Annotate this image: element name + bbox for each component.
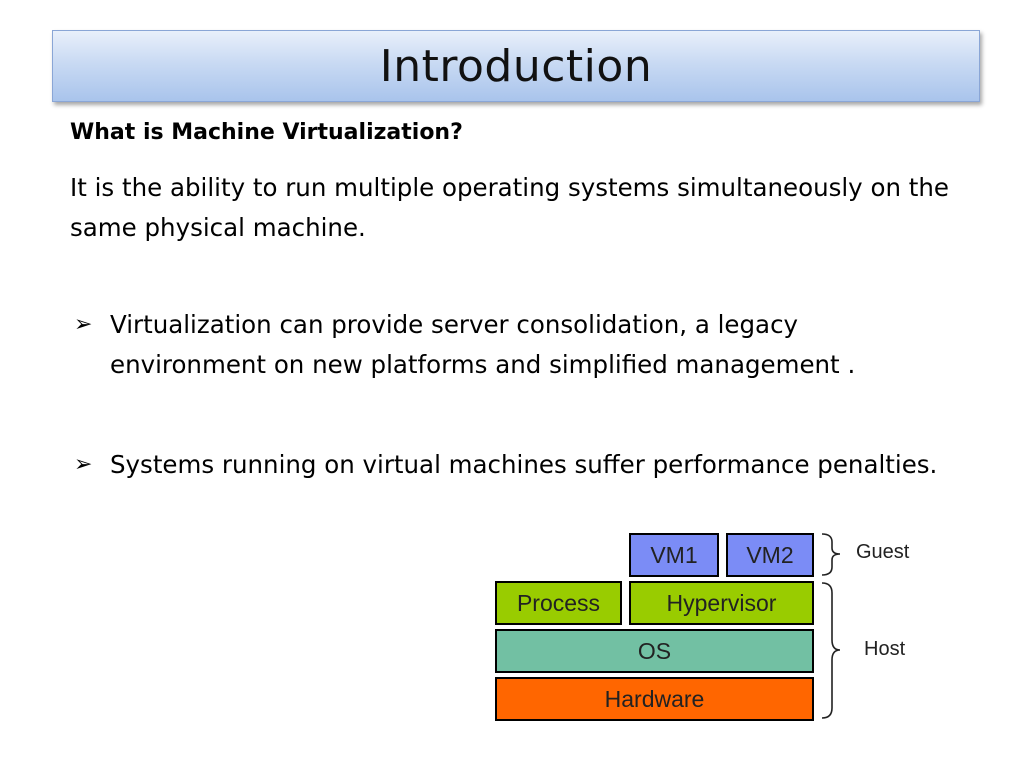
hardware-box: Hardware bbox=[495, 677, 814, 721]
bullet-item: ➢ Virtualization can provide server cons… bbox=[74, 305, 954, 385]
process-box: Process bbox=[495, 581, 622, 625]
hypervisor-box: Hypervisor bbox=[629, 581, 814, 625]
host-label: Host bbox=[864, 638, 906, 660]
host-brace bbox=[821, 582, 841, 719]
os-box: OS bbox=[495, 629, 814, 673]
guest-label: Guest bbox=[856, 541, 910, 563]
bullet-text: Virtualization can provide server consol… bbox=[110, 310, 856, 379]
vm1-box: VM1 bbox=[629, 533, 719, 577]
arrow-bullet-icon: ➢ bbox=[74, 452, 93, 477]
bullet-item: ➢ Systems running on virtual machines su… bbox=[74, 445, 954, 485]
arrow-bullet-icon: ➢ bbox=[74, 312, 93, 337]
section-heading: What is Machine Virtualization? bbox=[70, 120, 463, 145]
bullet-text: Systems running on virtual machines suff… bbox=[110, 450, 938, 479]
title-bar: Introduction bbox=[52, 30, 980, 102]
slide-title: Introduction bbox=[379, 40, 653, 92]
guest-brace bbox=[821, 533, 841, 576]
intro-paragraph: It is the ability to run multiple operat… bbox=[70, 173, 949, 242]
vm2-box: VM2 bbox=[726, 533, 814, 577]
